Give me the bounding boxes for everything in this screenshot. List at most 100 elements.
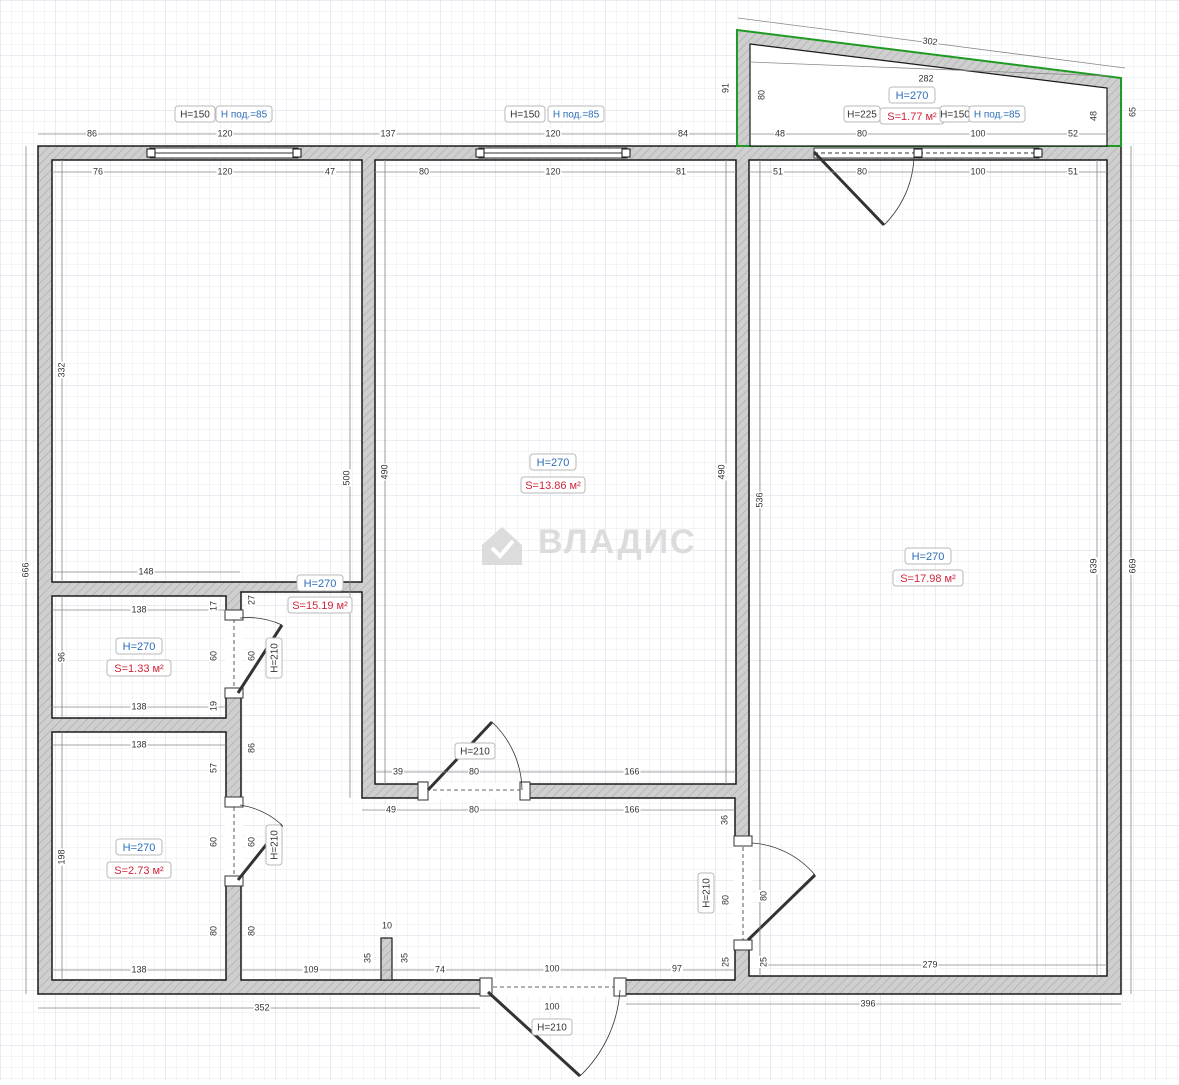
label-backing	[208, 649, 219, 663]
dimension-label: 166	[624, 766, 639, 776]
room-area-right_room-text: S=17.98 м²	[900, 573, 956, 585]
dimension-label: 100	[970, 166, 985, 176]
window-left-sill-text: Н под.=85	[221, 110, 268, 121]
room-height-bathroom: H=270	[115, 838, 163, 856]
dimension-label: 109	[303, 964, 318, 974]
door-toilet-height-frame	[265, 637, 283, 679]
balcony-door-height-text: H=225	[847, 110, 877, 121]
label-backing	[85, 128, 99, 139]
window-left-sill-frame	[215, 105, 273, 123]
room-height-toilet-text: H=270	[123, 641, 156, 653]
house-check-icon	[482, 527, 522, 565]
dimension-label: 91	[720, 83, 730, 93]
dimension-label: 60	[208, 651, 218, 661]
dimension-label: 80	[246, 926, 256, 936]
dimension-label: 536	[754, 492, 764, 507]
dimension-label: 60	[246, 837, 256, 847]
dimension-label: 138	[131, 701, 146, 711]
room-area-bathroom: S=2.73 м²	[106, 861, 172, 879]
dimension-label: 490	[379, 464, 389, 479]
dimension-label: 120	[545, 128, 560, 138]
dimension-label: 669	[1127, 558, 1137, 573]
dimension-label: 19	[208, 701, 218, 711]
label-backing	[130, 739, 148, 750]
door-toilet	[224, 609, 284, 699]
window-middle-sill-frame	[547, 105, 605, 123]
label-backing	[543, 1001, 561, 1012]
room-height-middle_room: H=270	[529, 453, 577, 471]
room-area-left_corridor-frame	[287, 596, 353, 614]
room-area-toilet-frame	[106, 659, 172, 677]
label-backing	[917, 73, 935, 84]
label-backing	[771, 166, 785, 177]
label-backing	[399, 951, 410, 965]
room-area-middle_room-frame	[520, 476, 586, 494]
window-right-sill-frame	[968, 105, 1026, 123]
label-backing	[341, 469, 352, 487]
room-area-balcony-text: S=1.77 м²	[887, 111, 937, 123]
room-height-balcony-text: H=270	[896, 90, 929, 102]
dimension-label: 76	[93, 166, 103, 176]
door-toilet-height-text: H=210	[270, 643, 281, 673]
label-backing	[1088, 557, 1099, 575]
dimension-label: 81	[676, 166, 686, 176]
window-left	[146, 147, 302, 159]
dimension-label: 282	[918, 73, 933, 83]
dimension-label: 279	[922, 959, 937, 969]
dimension-label: 138	[131, 964, 146, 974]
dimension-label: 97	[672, 963, 682, 973]
dimension-label: 120	[217, 128, 232, 138]
dimension-label: 10	[382, 920, 392, 930]
label-backing	[246, 649, 257, 663]
door-entry-height: H=210	[531, 1018, 573, 1036]
dimension-label: 148	[138, 566, 153, 576]
label-backing	[56, 650, 67, 664]
label-backing	[56, 361, 67, 379]
dimension-label: 51	[773, 166, 783, 176]
window-middle	[475, 147, 631, 159]
room-area-right_room: S=17.98 м²	[892, 569, 964, 587]
label-backing	[216, 128, 234, 139]
door-middle-height-text: H=210	[460, 747, 490, 758]
label-backing	[380, 920, 394, 931]
label-backing	[302, 964, 320, 975]
label-backing	[208, 599, 219, 613]
room-area-left_corridor: S=15.19 м²	[287, 596, 353, 614]
label-backing	[130, 604, 148, 615]
room-area-bathroom-frame	[106, 861, 172, 879]
dimension-label: 74	[435, 964, 445, 974]
door-toilet-height: H=210	[265, 637, 283, 679]
label-backing	[362, 951, 373, 965]
dimension-label: 25	[720, 957, 730, 967]
door-right-height: H=210	[697, 872, 715, 914]
dimension-label: 86	[87, 128, 97, 138]
room-height-left_corridor-text: H=270	[304, 578, 337, 590]
label-backing	[1066, 166, 1080, 177]
label-backing	[379, 128, 397, 139]
room-height-bathroom-frame	[115, 838, 163, 856]
label-backing	[417, 166, 431, 177]
window-middle-height-text: H=150	[510, 110, 540, 121]
label-backing	[969, 128, 987, 139]
label-backing	[859, 998, 877, 1009]
room-height-bathroom-text: H=270	[123, 842, 156, 854]
label-backing	[20, 561, 31, 579]
label-backing	[758, 955, 769, 969]
room-height-middle_room-frame	[529, 453, 577, 471]
dimension-label: 39	[393, 766, 403, 776]
door-bath-height: H=210	[265, 824, 283, 866]
window-middle-sill: Н под.=85	[547, 105, 605, 123]
balcony-door-height: H=225	[843, 105, 881, 123]
label-backing	[969, 166, 987, 177]
watermark: ВЛАДИС	[482, 523, 695, 565]
label-backing	[773, 128, 787, 139]
dimension-label: 57	[208, 763, 218, 773]
room-height-balcony-frame	[888, 86, 936, 104]
label-backing	[467, 804, 481, 815]
label-backing	[720, 893, 731, 907]
label-backing	[253, 1002, 271, 1013]
balcony-door-height-frame	[843, 105, 881, 123]
label-backing	[719, 813, 730, 827]
